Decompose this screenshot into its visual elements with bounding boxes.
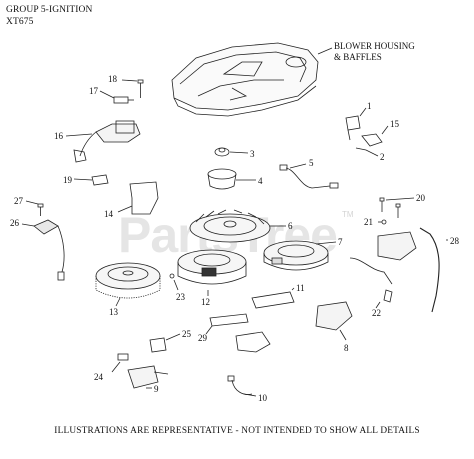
callout-6[interactable]: 6 <box>288 221 293 231</box>
callout-2[interactable]: 2 <box>380 152 385 162</box>
callout-7[interactable]: 7 <box>338 237 343 247</box>
disclaimer-footer: ILLUSTRATIONS ARE REPRESENTATIVE - NOT I… <box>54 426 420 436</box>
callout-26[interactable]: 26 <box>10 218 19 228</box>
part-29-bracket[interactable] <box>205 313 271 353</box>
callout-11[interactable]: 11 <box>296 283 305 293</box>
callout-4[interactable]: 4 <box>258 176 263 186</box>
part-24-clip[interactable] <box>111 353 129 373</box>
callout-10[interactable]: 10 <box>258 393 267 403</box>
callout-9[interactable]: 9 <box>154 384 159 394</box>
callout-29[interactable]: 29 <box>198 333 207 343</box>
part-1-bracket[interactable] <box>345 107 367 141</box>
part-19-plug-boot[interactable] <box>73 174 109 186</box>
leader-blower <box>317 47 333 55</box>
part-28-cable[interactable] <box>419 227 448 313</box>
callout-18[interactable]: 18 <box>108 74 117 84</box>
part-25-clip[interactable] <box>149 333 181 353</box>
callout-8[interactable]: 8 <box>344 343 349 353</box>
callout-21[interactable]: 21 <box>364 217 373 227</box>
part-13-ring-gear-flywheel[interactable] <box>95 262 161 307</box>
callout-5[interactable]: 5 <box>309 158 314 168</box>
part-18-screw[interactable] <box>121 79 144 98</box>
callout-27[interactable]: 27 <box>14 196 23 206</box>
part-7-flywheel[interactable] <box>263 240 337 271</box>
part-2-screw[interactable] <box>355 147 379 157</box>
part-6-flywheel[interactable] <box>189 209 286 243</box>
part-9-switch-assembly[interactable] <box>127 365 169 389</box>
callout-23[interactable]: 23 <box>176 292 185 302</box>
callout-15[interactable]: 15 <box>390 119 399 129</box>
part-26-switch[interactable] <box>21 219 65 281</box>
diagram-model-number: XT675 <box>6 17 34 27</box>
part-11-plate[interactable] <box>251 287 295 309</box>
part-22-throttle-bracket[interactable] <box>349 231 417 309</box>
callout-17[interactable]: 17 <box>89 86 98 96</box>
diagram-group-title: GROUP 5-IGNITION <box>6 5 93 15</box>
callout-1[interactable]: 1 <box>367 101 372 111</box>
label-blower-housing: BLOWER HOUSING & BAFFLES <box>334 41 415 62</box>
part-17-spark-plug[interactable] <box>99 90 134 104</box>
part-14-bracket[interactable] <box>117 181 159 215</box>
part-16-ignition-coil[interactable] <box>65 120 141 163</box>
part-8-bracket[interactable] <box>315 301 353 341</box>
part-23-screw[interactable] <box>169 273 179 291</box>
callout-20[interactable]: 20 <box>416 193 425 203</box>
part-27-screw[interactable] <box>25 200 44 216</box>
callout-28[interactable]: 28 <box>450 236 459 246</box>
part-20-screws[interactable] <box>379 197 415 218</box>
callout-25[interactable]: 25 <box>182 329 191 339</box>
part-3-nut[interactable] <box>214 147 249 157</box>
part-5-wire[interactable] <box>279 163 339 189</box>
callout-16[interactable]: 16 <box>54 131 63 141</box>
callout-24[interactable]: 24 <box>94 372 103 382</box>
callout-12[interactable]: 12 <box>201 297 210 307</box>
callout-14[interactable]: 14 <box>104 209 113 219</box>
part-21-screw[interactable] <box>378 219 387 225</box>
part-4-cup[interactable] <box>207 168 256 190</box>
part-blower-housing[interactable] <box>171 42 319 117</box>
part-15-spring[interactable] <box>361 125 389 147</box>
watermark-trademark: TM <box>342 210 354 219</box>
callout-13[interactable]: 13 <box>109 307 118 317</box>
part-10-wire[interactable] <box>227 375 257 397</box>
callout-3[interactable]: 3 <box>250 149 255 159</box>
callout-19[interactable]: 19 <box>63 175 72 185</box>
callout-22[interactable]: 22 <box>372 308 381 318</box>
part-12-flywheel[interactable] <box>177 249 247 296</box>
